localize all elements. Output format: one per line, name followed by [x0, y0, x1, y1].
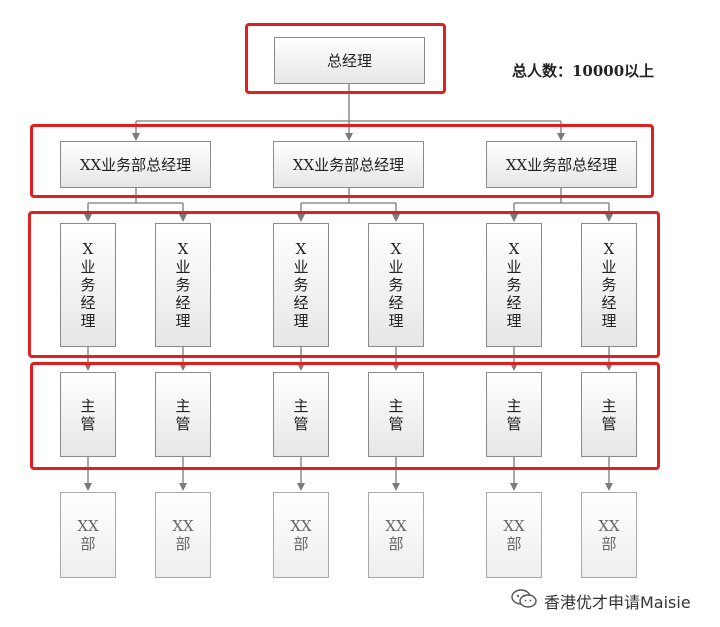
node-department-4: XX 部 — [368, 492, 424, 578]
node-division-head-label: XX业务部总经理 — [79, 156, 192, 174]
node-department-2: XX 部 — [155, 492, 211, 578]
node-department-label: XX 部 — [77, 517, 99, 553]
node-department-1: XX 部 — [60, 492, 116, 578]
node-supervisor-label: 主 管 — [388, 396, 404, 433]
node-supervisor-label: 主 管 — [80, 396, 96, 433]
node-business-manager-6: X 业 务 经 理 — [581, 223, 637, 347]
total-headcount-note: 总人数：10000以上 — [512, 62, 655, 80]
node-supervisor-5: 主 管 — [486, 372, 542, 457]
node-supervisor-label: 主 管 — [293, 396, 309, 433]
node-supervisor-label: 主 管 — [601, 396, 617, 433]
node-division-head-2: XX业务部总经理 — [273, 141, 424, 188]
node-department-label: XX 部 — [598, 517, 620, 553]
node-business-manager-5: X 业 务 经 理 — [486, 223, 542, 347]
node-division-head-label: XX业务部总经理 — [505, 156, 618, 174]
node-business-manager-label: X 业 务 经 理 — [80, 240, 96, 330]
node-business-manager-1: X 业 务 经 理 — [60, 223, 116, 347]
watermark: 香港优才申请Maisie — [510, 588, 691, 614]
node-supervisor-6: 主 管 — [581, 372, 637, 457]
highlight-frame-manager-level — [28, 211, 660, 358]
node-department-label: XX 部 — [503, 517, 525, 553]
node-business-manager-2: X 业 务 经 理 — [155, 223, 211, 347]
watermark-text: 香港优才申请Maisie — [544, 593, 691, 612]
wechat-icon — [510, 588, 538, 614]
highlight-frame-division-level — [30, 124, 654, 198]
node-department-5: XX 部 — [486, 492, 542, 578]
node-business-manager-4: X 业 务 经 理 — [368, 223, 424, 347]
node-department-label: XX 部 — [172, 517, 194, 553]
node-business-manager-label: X 业 务 经 理 — [175, 240, 191, 330]
node-business-manager-label: X 业 务 经 理 — [293, 240, 309, 330]
node-business-manager-label: X 业 务 经 理 — [388, 240, 404, 330]
node-supervisor-3: 主 管 — [273, 372, 329, 457]
highlight-frame-supervisor-level — [30, 362, 660, 470]
node-business-manager-label: X 业 务 经 理 — [601, 240, 617, 330]
node-business-manager-label: X 业 务 经 理 — [506, 240, 522, 330]
node-business-manager-3: X 业 务 经 理 — [273, 223, 329, 347]
node-general-manager-label: 总经理 — [326, 52, 372, 70]
node-supervisor-label: 主 管 — [175, 396, 191, 433]
node-department-label: XX 部 — [290, 517, 312, 553]
node-department-label: XX 部 — [385, 517, 407, 553]
node-department-6: XX 部 — [581, 492, 637, 578]
node-general-manager: 总经理 — [274, 37, 425, 84]
highlight-frame-root — [245, 23, 446, 94]
node-department-3: XX 部 — [273, 492, 329, 578]
node-division-head-1: XX业务部总经理 — [60, 141, 211, 188]
node-division-head-3: XX业务部总经理 — [486, 141, 637, 188]
node-supervisor-1: 主 管 — [60, 372, 116, 457]
node-supervisor-label: 主 管 — [506, 396, 522, 433]
node-supervisor-2: 主 管 — [155, 372, 211, 457]
node-division-head-label: XX业务部总经理 — [292, 156, 405, 174]
node-supervisor-4: 主 管 — [368, 372, 424, 457]
